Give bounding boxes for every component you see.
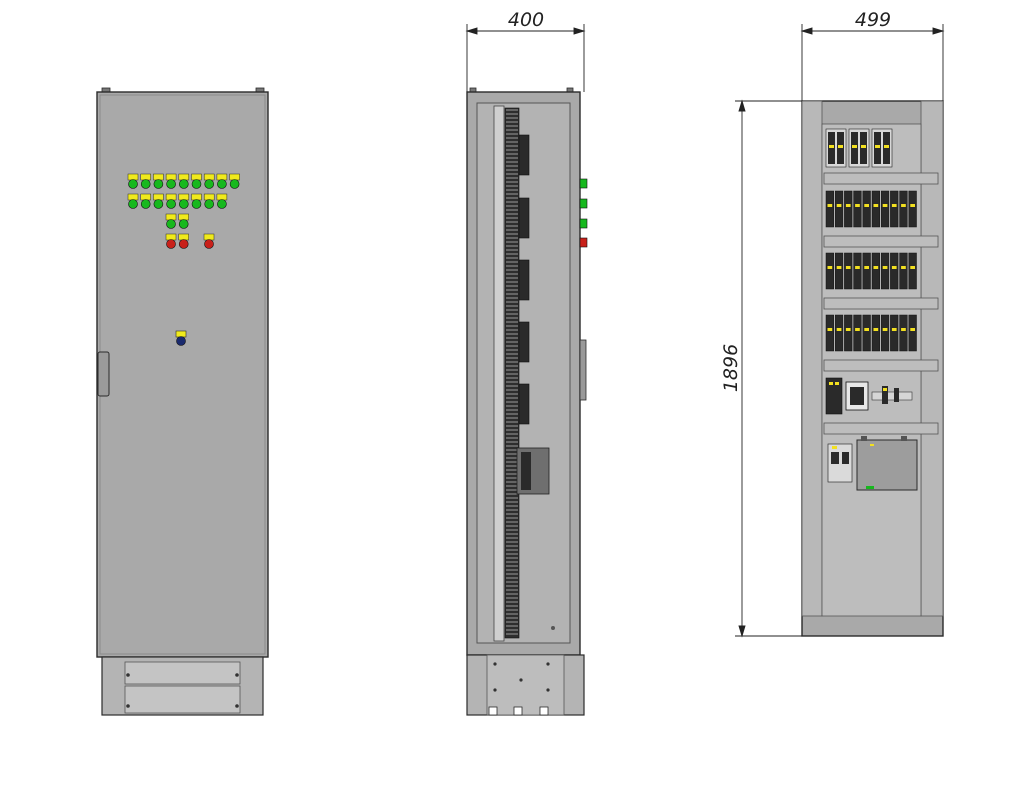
back-view	[801, 100, 944, 637]
side-door-lamp	[579, 198, 588, 209]
terminal-block	[908, 252, 917, 290]
indicator-lamp[interactable]	[127, 173, 139, 189]
indicator-lamp[interactable]	[203, 173, 215, 189]
terminal-block	[880, 252, 890, 290]
terminal-block	[862, 252, 871, 290]
indicator-lamp[interactable]	[229, 173, 240, 189]
center-button[interactable]	[175, 330, 187, 346]
terminal-block	[880, 314, 890, 352]
indicator-lamp[interactable]	[178, 233, 189, 249]
side-mounted-devices	[516, 134, 550, 495]
indicator-lamp[interactable]	[216, 193, 228, 209]
back-cable-ducts	[823, 172, 939, 435]
indicator-lamp[interactable]	[203, 193, 215, 209]
front-view	[96, 87, 269, 716]
side-screw	[551, 626, 555, 630]
terminal-block	[853, 314, 862, 352]
indicator-lamp[interactable]	[178, 193, 190, 209]
terminal-block	[834, 190, 844, 228]
indicator-lamp[interactable]	[165, 173, 177, 189]
back-terminal-rows	[825, 128, 917, 352]
cable-duct-horizontal	[823, 172, 939, 185]
terminal-block	[825, 314, 834, 352]
side-door-lamps	[579, 178, 588, 248]
side-device	[518, 134, 530, 176]
door-handle[interactable]	[97, 351, 110, 397]
back-left-post	[801, 100, 823, 617]
terminal-block	[825, 252, 834, 290]
indicator-lamp[interactable]	[178, 173, 190, 189]
cable-duct-horizontal	[823, 422, 939, 435]
indicator-lamp[interactable]	[127, 193, 139, 209]
side-device	[518, 259, 530, 301]
side-device	[518, 383, 530, 425]
indicator-lamp[interactable]	[140, 193, 151, 209]
psu	[856, 436, 918, 491]
terminal-block	[899, 314, 908, 352]
indicator-lamp[interactable]	[165, 233, 177, 249]
terminal-block	[871, 190, 880, 228]
terminal-block	[908, 314, 917, 352]
indicator-lamp[interactable]	[153, 193, 164, 209]
dimension-side-width-label: 400	[508, 9, 544, 31]
terminal-block	[834, 252, 844, 290]
side-plinth	[466, 654, 585, 716]
cable-duct-horizontal	[823, 235, 939, 248]
terminal-block	[890, 252, 899, 290]
terminal-block	[899, 190, 908, 228]
side-device	[518, 197, 530, 239]
cable-duct-horizontal	[823, 297, 939, 310]
terminal-block	[834, 314, 844, 352]
terminal-block	[853, 190, 862, 228]
side-door-lamp	[579, 178, 588, 189]
contactor	[845, 381, 869, 411]
relay-block	[825, 377, 843, 415]
terminal-block	[844, 190, 853, 228]
small-rail-devices	[871, 386, 913, 404]
terminal-block	[871, 314, 880, 352]
front-indicator-lamps	[127, 173, 240, 249]
indicator-lamp[interactable]	[165, 213, 177, 229]
terminal-block	[862, 314, 871, 352]
dimension-back-width-label: 499	[855, 9, 891, 31]
side-device	[518, 321, 530, 363]
indicator-lamp[interactable]	[216, 173, 228, 189]
indicator-lamp[interactable]	[153, 173, 164, 189]
dimension-height	[735, 99, 802, 638]
indicator-lamp[interactable]	[178, 213, 189, 229]
side-inner-wall	[476, 102, 571, 644]
front-plinth	[101, 656, 264, 716]
side-door-lamp	[579, 218, 588, 229]
indicator-lamp[interactable]	[191, 173, 202, 189]
breaker-block	[827, 443, 853, 483]
indicator-lamp[interactable]	[140, 173, 151, 189]
indicator-lamp[interactable]	[191, 193, 202, 209]
cable-duct-comb	[506, 109, 518, 635]
terminal-block	[853, 252, 862, 290]
terminal-block	[899, 252, 908, 290]
side-door-lamp	[579, 237, 588, 248]
terminal-block	[844, 314, 853, 352]
indicator-lamp[interactable]	[203, 233, 215, 249]
terminal-block	[844, 252, 853, 290]
dimension-back-width	[800, 24, 945, 101]
terminal-block	[880, 190, 890, 228]
terminal-block	[871, 252, 880, 290]
indicator-lamp[interactable]	[165, 193, 177, 209]
terminal-block	[890, 314, 899, 352]
terminal-block	[862, 190, 871, 228]
terminal-block	[908, 190, 917, 228]
dimension-side-width	[465, 24, 586, 92]
dimension-height-label: 1896	[720, 344, 742, 392]
side-view	[466, 87, 588, 716]
terminal-block	[890, 190, 899, 228]
cable-duct-horizontal	[823, 359, 939, 372]
side-mounting-plate	[493, 105, 505, 642]
terminal-block	[825, 190, 834, 228]
side-door-edge	[579, 339, 587, 401]
